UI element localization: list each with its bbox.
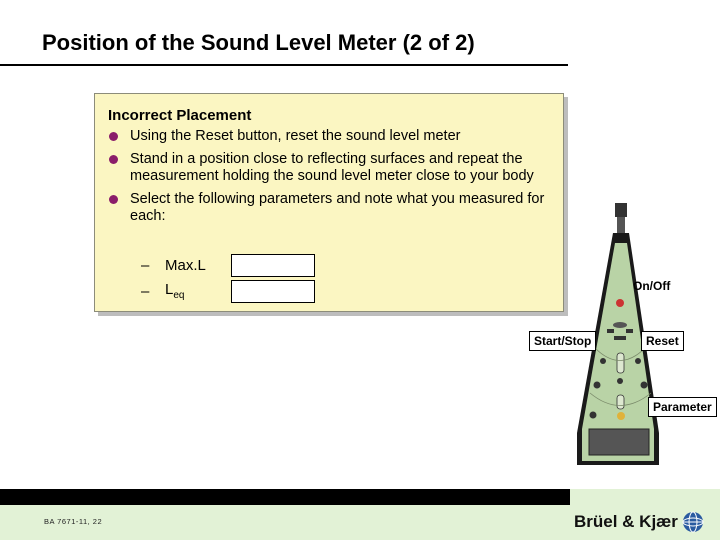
meter-face	[582, 243, 654, 461]
bullet-list: Using the Reset button, reset the sound …	[108, 128, 548, 231]
reset-callout: Reset	[641, 331, 684, 351]
leq-answer-box[interactable]	[231, 279, 315, 303]
slide-title: Position of the Sound Level Meter (2 of …	[42, 30, 475, 55]
footer-bar-accent	[570, 489, 720, 505]
parameter-row-leq: – Leq	[141, 278, 315, 304]
bullet-item: Using the Reset button, reset the sound …	[108, 128, 548, 145]
parameter-list: – Max.L – Leq	[141, 252, 315, 304]
maxl-answer-box[interactable]	[231, 253, 315, 277]
parameter-label-maxl: Max.L	[165, 256, 206, 274]
panel-heading: Incorrect Placement	[108, 107, 252, 124]
parameter-callout: Parameter	[648, 397, 717, 417]
parameter-label-leq: Leq	[165, 281, 185, 301]
on-off-callout: On/Off	[633, 279, 671, 293]
globe-logo-icon	[682, 511, 704, 533]
reset-button-icon[interactable]	[626, 329, 633, 333]
microphone-icon	[615, 203, 627, 217]
instructions-panel: Incorrect Placement Using the Reset butt…	[94, 93, 564, 312]
bullet-dot-icon	[109, 195, 118, 204]
footer-strip	[0, 505, 720, 540]
on-off-button-icon[interactable]	[616, 299, 624, 307]
start-stop-button-icon[interactable]	[607, 329, 614, 333]
dash: –	[141, 282, 150, 300]
parameter-row-maxl: – Max.L	[141, 252, 315, 278]
parameter-button-icon[interactable]	[640, 381, 648, 389]
bullet-item: Stand in a position close to reflecting …	[108, 151, 548, 185]
bullet-dot-icon	[109, 155, 118, 164]
bullet-dot-icon	[109, 132, 118, 141]
dash: –	[141, 256, 150, 274]
brand-name: Brüel & Kjær	[574, 512, 678, 531]
start-stop-callout: Start/Stop	[529, 331, 597, 351]
sound-level-meter-illustration	[577, 203, 659, 465]
bullet-item: Select the following parameters and note…	[108, 191, 548, 225]
meter-display	[588, 428, 650, 456]
footer-bar	[0, 489, 720, 505]
document-code: BA 7671-11, 22	[44, 517, 103, 526]
title-underline	[0, 64, 568, 66]
